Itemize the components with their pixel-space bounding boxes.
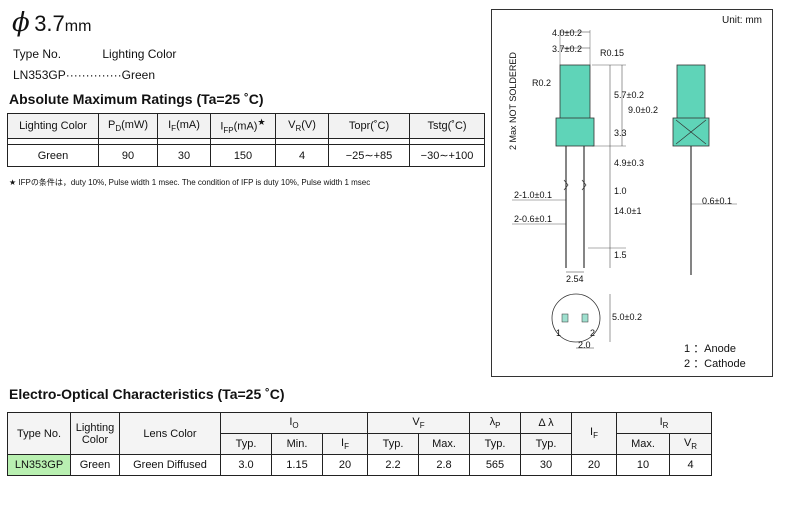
- pin-number-label: 1: [556, 328, 562, 338]
- eoc-cell: Green Diffused: [119, 454, 221, 476]
- eoc-cell: 20: [571, 454, 617, 476]
- dim-label: 3.3: [614, 128, 627, 138]
- type-no-cell: LN353GP: [7, 454, 71, 476]
- amr-cell: −30∼+100: [409, 144, 485, 167]
- eoc-h-if-1: IF: [322, 433, 368, 455]
- amr-cell: 90: [98, 144, 158, 167]
- eoc-h-ir: IR: [616, 412, 712, 434]
- phi-symbol: ϕ: [12, 8, 30, 38]
- type-line: LN353GP··············Green: [13, 68, 155, 82]
- dim-label: 14.0±1: [614, 206, 642, 216]
- type-no-label: Type No.: [13, 47, 62, 61]
- flange: [555, 117, 595, 147]
- eoc-h-ir-max: Max.: [616, 433, 670, 455]
- amr-header-row: Lighting Color PD(mW) IF(mA) IFP(mA)★ VR…: [7, 113, 485, 139]
- dim-label: 0.6±0.1: [702, 196, 732, 206]
- eoc-h-dl-typ: Typ.: [520, 433, 572, 455]
- pin-number-label: 2: [590, 328, 596, 338]
- page-title: ϕ 3.7mm: [12, 8, 91, 38]
- dim-label: 1.0: [614, 186, 627, 196]
- eoc-h-delta-lambda: Δ λ: [520, 412, 572, 434]
- eoc-title: Electro-Optical Characteristics (Ta=25 ˚…: [9, 386, 285, 402]
- dim-label: R0.15: [600, 48, 625, 58]
- eoc-h-io-min: Min.: [271, 433, 323, 455]
- footnote: ★ IFPの条件は，duty 10%, Pulse width 1 msec. …: [9, 178, 371, 187]
- diameter-value: 3.7: [34, 11, 65, 36]
- lead-kink: [563, 179, 587, 191]
- eoc-h-vr: VR: [669, 433, 712, 455]
- amr-h-vr: VR(V): [275, 113, 329, 139]
- eoc-h-lp-typ: Typ.: [469, 433, 521, 455]
- dim-label: 5.0±0.2: [612, 312, 642, 322]
- amr-h-ifp: IFP(mA)★: [210, 113, 276, 139]
- pin-legend-anode: 1 ：Anode: [684, 343, 736, 355]
- dim-label: 4.9±0.3: [614, 158, 644, 168]
- amr-h-pd: PD(mW): [98, 113, 158, 139]
- amr-table: Lighting Color PD(mW) IF(mA) IFP(mA)★ VR…: [7, 113, 485, 167]
- eoc-h-io-typ: Typ.: [220, 433, 272, 455]
- amr-h-tstg: Tstg(˚C): [409, 113, 485, 139]
- amr-h-lighting-color: Lighting Color: [7, 113, 99, 139]
- dim-label: R0.2: [532, 78, 552, 88]
- front-cross: [675, 119, 707, 145]
- eoc-cell: 2.8: [418, 454, 470, 476]
- eoc-h-vf-max: Max.: [418, 433, 470, 455]
- eoc-h-type-no: Type No.: [7, 412, 71, 455]
- dimension-drawing: Unit: mm 4.: [491, 9, 773, 377]
- eoc-cell: 2.2: [367, 454, 419, 476]
- amr-data-row: Green 90 30 150 4 −25∼+85 −30∼+100: [7, 144, 485, 167]
- dim-label: 2.0: [578, 340, 591, 350]
- eoc-cell: 10: [616, 454, 670, 476]
- amr-title: Absolute Maximum Ratings (Ta=25 ˚C): [9, 91, 264, 107]
- dim-label: 9.0±0.2: [628, 105, 658, 115]
- dim-label: 5.7±0.2: [614, 90, 644, 100]
- amr-cell: 150: [210, 144, 276, 167]
- eoc-h-vf-typ: Typ.: [367, 433, 419, 455]
- lighting-color-label: Lighting Color: [102, 47, 177, 61]
- eoc-h-if-2: IF: [571, 412, 617, 455]
- eoc-h-vf: VF: [367, 412, 470, 434]
- type-header: Type No. Lighting Color: [13, 47, 176, 61]
- dim-label: 3.7±0.2: [552, 44, 582, 54]
- amr-cell: 4: [275, 144, 329, 167]
- eoc-cell: 4: [669, 454, 712, 476]
- eoc-h-io: IO: [220, 412, 368, 434]
- amr-cell: −25∼+85: [328, 144, 410, 167]
- dim-label: 2-1.0±0.1: [514, 190, 552, 200]
- eoc-cell: 1.15: [271, 454, 323, 476]
- amr-cell: Green: [7, 144, 99, 167]
- unit-label: Unit: mm: [722, 15, 762, 26]
- eoc-cell: 565: [469, 454, 521, 476]
- amr-h-if: IF(mA): [157, 113, 211, 139]
- eoc-cell: 3.0: [220, 454, 272, 476]
- eoc-cell: Green: [70, 454, 120, 476]
- not-soldered-note: 2 Max NOT SOLDERED: [508, 52, 518, 150]
- amr-h-topr: Topr(˚C): [328, 113, 410, 139]
- eoc-cell: 20: [322, 454, 368, 476]
- eoc-h-lens-color: Lens Color: [119, 412, 221, 455]
- led-outline-svg: [512, 30, 737, 349]
- bottom-view-circle: [551, 293, 601, 343]
- bottom-pad: [581, 313, 589, 323]
- dim-label: 2.54: [566, 274, 584, 284]
- bottom-pad: [561, 313, 569, 323]
- eoc-h-lambda-p: λP: [469, 412, 521, 434]
- eoc-cell: 30: [520, 454, 572, 476]
- dim-label: 2-0.6±0.1: [514, 214, 552, 224]
- diameter-unit: mm: [64, 18, 92, 35]
- dim-label: 4.0±0.2: [552, 28, 582, 38]
- dim-label: 1.5: [614, 250, 627, 260]
- amr-cell: 30: [157, 144, 211, 167]
- pin-legend-cathode: 2 ：Cathode: [684, 358, 746, 370]
- eoc-data-row: LN353GP Green Green Diffused 3.0 1.15 20…: [7, 454, 712, 476]
